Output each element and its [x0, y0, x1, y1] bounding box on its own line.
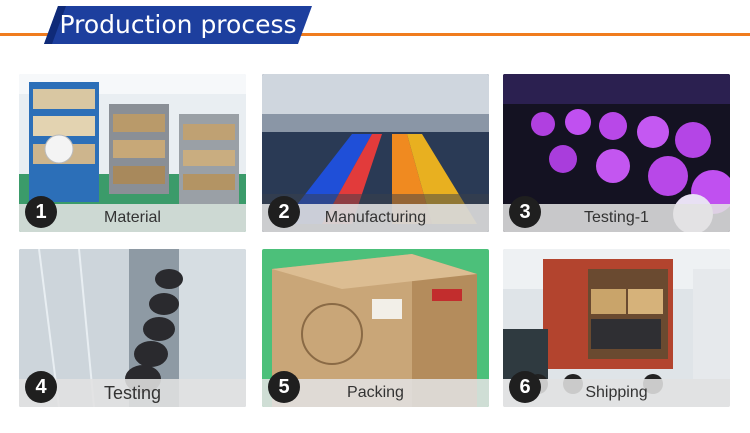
caption-bar	[19, 379, 246, 407]
header-banner: Production process	[44, 6, 312, 44]
step-card-packing: Packing 5	[262, 249, 489, 407]
caption-bar	[503, 379, 730, 407]
step-label: Shipping	[585, 384, 648, 401]
page-title: Production process	[59, 10, 297, 39]
header-divider-line	[0, 33, 750, 36]
step-card-testing: Testing 4	[19, 249, 246, 407]
step-label: Material	[104, 209, 161, 226]
step-label: Testing	[103, 383, 162, 403]
banner-shape	[44, 6, 312, 44]
step-number-badge: 4	[25, 371, 57, 403]
caption-bar	[19, 204, 246, 232]
step-number-badge: 3	[509, 196, 541, 228]
step-label: Testing-1	[584, 209, 649, 226]
step-number-badge: 5	[268, 371, 300, 403]
step-label: Manufacturing	[324, 209, 427, 226]
step-card-shipping: Shipping 6	[503, 249, 730, 407]
step-number-badge: 6	[509, 371, 541, 403]
step-label: Packing	[347, 384, 404, 401]
step-card-testing-1: Testing-1 3	[503, 74, 730, 232]
step-number-badge: 2	[268, 196, 300, 228]
step-card-material: Material 1	[19, 74, 246, 232]
caption-bar	[262, 379, 489, 407]
caption-bar	[262, 204, 489, 232]
step-card-manufacturing: Manufacturing 2	[262, 74, 489, 232]
caption-bar	[503, 204, 730, 232]
warehouse-photo	[19, 74, 246, 232]
step-number-badge: 1	[25, 196, 57, 228]
